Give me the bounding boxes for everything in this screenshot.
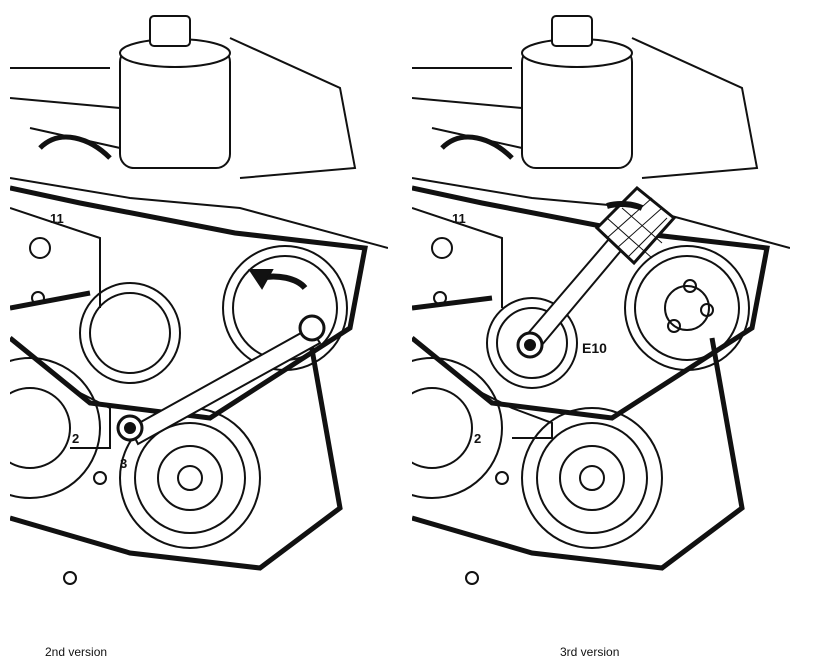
caption-2nd-version: 2nd version xyxy=(45,645,108,659)
callout-11: 11 xyxy=(452,211,466,226)
callout-3: 3 xyxy=(120,456,127,471)
caption-3rd-version: 3rd version xyxy=(560,645,620,659)
callout-E10: E10 xyxy=(582,340,607,356)
engine-belt-drawing-3rd: 11 2 E10 xyxy=(412,15,790,585)
engine-belt-drawing-2nd: 11 2 3 xyxy=(10,15,388,585)
panel-3rd-version: 11 2 E10 xyxy=(412,8,790,593)
callout-2: 2 xyxy=(474,431,481,446)
callout-2: 2 xyxy=(72,431,79,446)
callout-11: 11 xyxy=(50,211,64,226)
panel-2nd-version: 11 2 3 xyxy=(10,8,388,593)
